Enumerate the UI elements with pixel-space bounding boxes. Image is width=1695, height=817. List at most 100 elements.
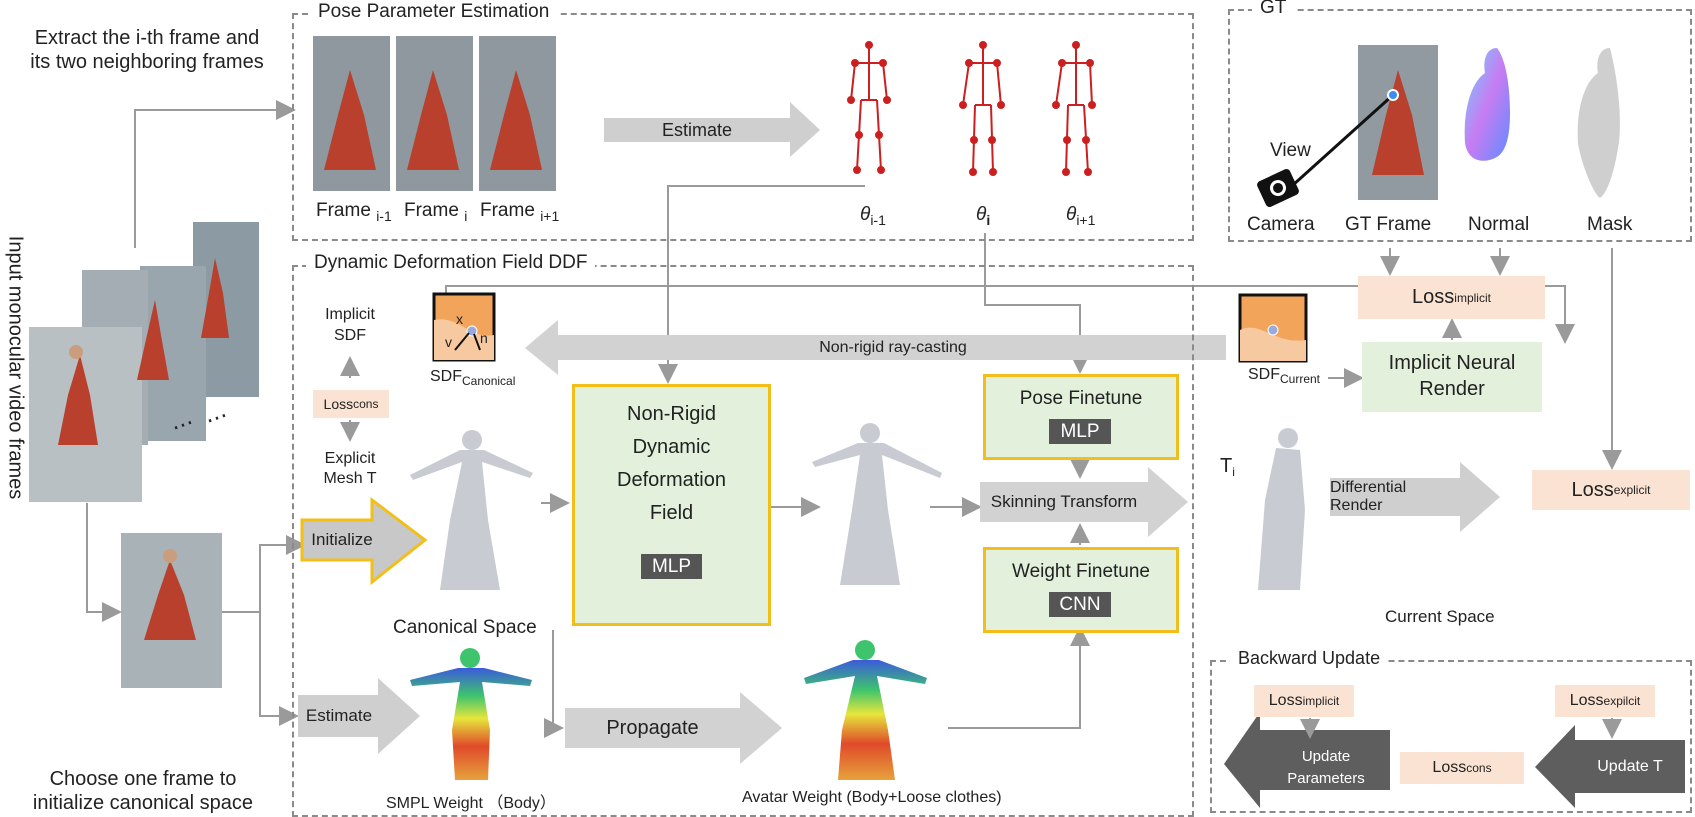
update-parameters-line1: Update	[1301, 748, 1351, 765]
implicit-neural-line1: Implicit Neural	[1388, 352, 1516, 374]
update-parameters-line2: Parameters	[1287, 770, 1365, 787]
estimate-canonical-label: Estimate	[305, 706, 373, 725]
frame-label-prev: Frame i-1	[316, 200, 392, 224]
pose-finetune-mlp-badge: MLP	[1049, 419, 1111, 444]
update-t-label: Update T	[1597, 758, 1663, 775]
connector-to-estimate	[259, 612, 299, 726]
mesh-current	[1258, 428, 1305, 590]
pose-frame-images	[313, 36, 556, 191]
gt-panel-title: GT	[1252, 0, 1295, 19]
implicit-neural-line2: Render	[1419, 378, 1485, 400]
weight-finetune-box	[983, 547, 1179, 633]
skinning-transform-label: Skinning Transform	[990, 492, 1138, 511]
choose-label-line1: Choose one frame to	[49, 768, 237, 790]
normal-label: Normal	[1468, 214, 1530, 235]
gt-frame-label: GT Frame	[1345, 214, 1432, 235]
explicit-mesh-line1: Explicit	[324, 450, 376, 467]
sdf-v-label: v	[445, 334, 452, 350]
normal-map-image	[1464, 48, 1510, 161]
sdf-current-label: SDFCurrent	[1248, 366, 1321, 386]
avatar-weight-label: Avatar Weight (Body+Loose clothes)	[742, 789, 1002, 806]
ddf-panel-title: Dynamic Deformation Field DDF	[306, 252, 596, 274]
estimate-pose-arrow	[604, 102, 820, 157]
pose-estimation-panel	[292, 13, 1194, 241]
pose-panel-title: Pose Parameter Estimation	[310, 1, 558, 23]
frame-label-next: Frame i+1	[480, 200, 560, 224]
nrddf-line3: Deformation	[617, 469, 726, 491]
sdf-current-image	[1238, 293, 1308, 363]
connector-theta-to-nrddf	[658, 185, 865, 384]
weight-finetune-cnn-badge: CNN	[1049, 592, 1111, 617]
implicit-neural-render-box	[1362, 342, 1542, 412]
theta-current: θi	[976, 204, 991, 228]
propagate-label: Propagate	[606, 716, 699, 739]
skinning-arrow	[980, 467, 1188, 537]
gt-panel	[1228, 9, 1692, 242]
frame-label-current: Frame i	[404, 200, 468, 224]
view-point	[1387, 89, 1399, 101]
sdf-canonical-image	[432, 292, 496, 362]
differential-render-label: Differential Render	[1330, 479, 1407, 514]
implicit-sdf-line2: SDF	[334, 327, 366, 344]
camera-label: Camera	[1247, 214, 1315, 235]
backward-update-panel	[1210, 660, 1692, 813]
view-ray	[1291, 93, 1395, 187]
weight-finetune-label: Weight Finetune	[1011, 561, 1150, 582]
estimate-canonical-arrow	[298, 678, 420, 754]
theta-next: θi+1	[1066, 204, 1096, 228]
estimate-pose-label: Estimate	[661, 119, 733, 140]
skeleton-figures	[847, 41, 1096, 176]
input-frames-vertical-label: Input monocular video frames	[4, 235, 27, 500]
ray-casting-label: Non-rigid ray-casting	[819, 338, 967, 356]
sdf-canonical-label: SDFCanonical	[430, 368, 516, 388]
propagate-arrow	[565, 692, 782, 764]
nrddf-line1: Non-Rigid	[627, 403, 716, 425]
sdf-n-label: n	[480, 330, 488, 346]
explicit-mesh-line2: Mesh T	[323, 470, 377, 487]
implicit-sdf-line1: Implicit	[325, 306, 375, 323]
mask-image	[1577, 48, 1620, 198]
update-parameters-arrow	[1224, 712, 1390, 808]
ddf-panel	[292, 265, 1194, 817]
update-t-arrow	[1535, 725, 1685, 808]
connector-to-pose	[134, 100, 296, 248]
mask-label: Mask	[1587, 214, 1633, 235]
nrddf-line4: Field	[649, 502, 694, 524]
theta-prev: θi-1	[860, 204, 886, 228]
backward-panel-title: Backward Update	[1230, 648, 1389, 669]
extract-label-line2: its two neighboring frames	[30, 51, 264, 73]
sdf-x-label: x	[456, 311, 463, 327]
differential-render-arrow	[1330, 462, 1500, 532]
t-i-label: Ti	[1220, 455, 1235, 479]
smpl-weight-mesh	[410, 648, 532, 780]
gt-frame-figure	[1372, 70, 1424, 175]
mesh-deformed	[812, 423, 942, 585]
nrddf-mlp-badge: MLP	[641, 554, 702, 579]
choose-label-line2: initialize canonical space	[32, 792, 254, 814]
connector-to-selected	[86, 503, 122, 622]
nonrigid-ddf-box	[572, 384, 771, 626]
nrddf-line2: Dynamic	[632, 436, 711, 458]
ray-casting-arrow	[525, 320, 1226, 375]
pose-finetune-box	[983, 374, 1179, 460]
pose-finetune-label: Pose Finetune	[1019, 388, 1143, 409]
current-space-label: Current Space	[1385, 607, 1495, 626]
extract-label-line1: Extract the i-th frame and	[34, 27, 260, 49]
connector-to-initialize	[222, 535, 306, 613]
avatar-weight-mesh	[804, 640, 927, 780]
mesh-canonical	[410, 430, 533, 590]
initialize-arrow	[300, 496, 428, 586]
initialize-label: Initialize	[311, 530, 373, 549]
smpl-weight-label: SMPL Weight （Body）	[386, 795, 556, 812]
camera-icon	[1257, 169, 1299, 207]
canonical-space-label: Canonical Space	[393, 617, 537, 638]
view-label: View	[1270, 140, 1311, 161]
video-frame-stack	[29, 222, 259, 688]
